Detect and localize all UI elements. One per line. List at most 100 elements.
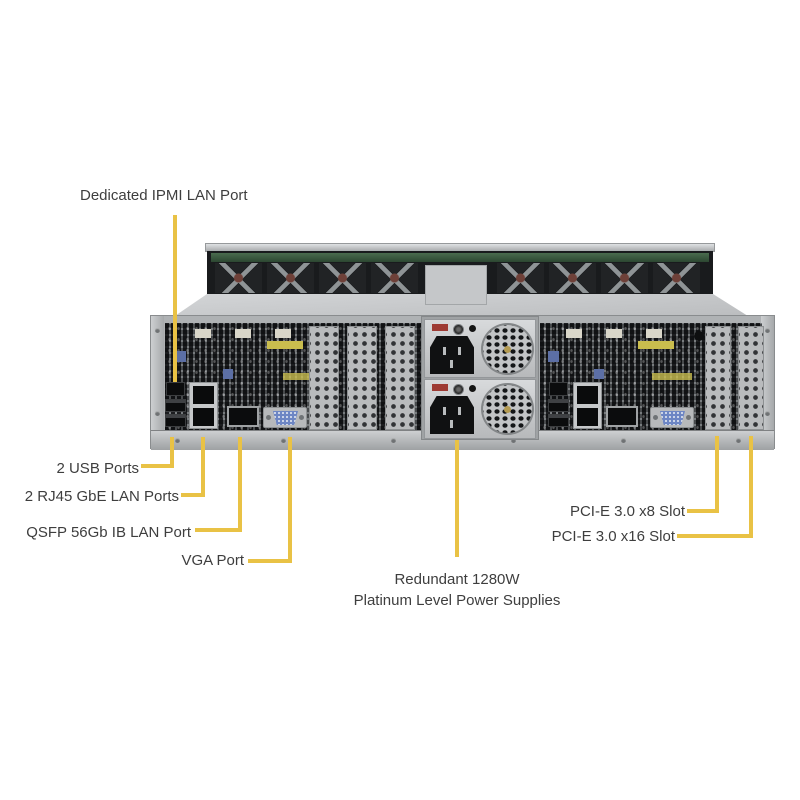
callout-label-vga: VGA Port xyxy=(181,552,244,569)
rj45-jack xyxy=(193,408,214,426)
cooling-fan-icon xyxy=(653,263,700,293)
connector-detail xyxy=(235,329,251,338)
pcie-x8-slot-bracket xyxy=(705,326,731,430)
vga-screw xyxy=(653,415,658,420)
callout-label-pcie-x8: PCI-E 3.0 x8 Slot xyxy=(569,503,685,520)
psu-fan-grille xyxy=(481,323,534,375)
callout-line-pcie-x8-h xyxy=(687,509,719,513)
cooling-fan-icon xyxy=(371,263,418,293)
connector-detail xyxy=(646,329,662,338)
callout-line-vga-h xyxy=(248,559,292,563)
callout-label-usb: 2 USB Ports xyxy=(56,460,139,477)
connector-detail xyxy=(606,329,622,338)
node1-expansion-slot-vent xyxy=(385,326,415,430)
blue-component xyxy=(223,369,233,379)
center-air-duct xyxy=(425,265,487,305)
vga-screw xyxy=(266,415,271,420)
node2-ipmi-lan-port xyxy=(549,382,568,396)
node1-usb-port xyxy=(165,399,186,412)
chassis-top-opening xyxy=(207,251,713,295)
callout-line-rj45-v xyxy=(201,437,205,497)
pcie-x16-slot-bracket xyxy=(738,326,764,430)
psu-label-line2: Platinum Level Power Supplies xyxy=(353,592,561,609)
psu-status-led xyxy=(469,385,476,392)
psu-fan-grille xyxy=(481,383,534,435)
callout-line-ipmi xyxy=(173,215,177,391)
callout-line-pcie-x16-h xyxy=(677,534,753,538)
callout-line-usb-v xyxy=(170,437,174,468)
node1-qsfp-port xyxy=(227,406,259,427)
yellow-component xyxy=(283,373,323,380)
callout-line-qsfp-v xyxy=(238,437,242,532)
vga-screw xyxy=(299,415,304,420)
cooling-fan-icon xyxy=(215,263,262,293)
node2-usb-port xyxy=(548,414,569,427)
rj45-jack xyxy=(577,386,598,404)
rail-screw xyxy=(621,438,626,443)
thumbscrew-hole xyxy=(694,331,704,341)
cooling-fan-icon xyxy=(267,263,314,293)
callout-label-qsfp: QSFP 56Gb IB LAN Port xyxy=(26,524,191,541)
connector-detail xyxy=(566,329,582,338)
callout-line-psu xyxy=(455,407,459,557)
psu-screw xyxy=(453,384,464,395)
psu-label-sticker xyxy=(432,324,448,331)
fan-tray-pcb xyxy=(211,253,709,262)
rail-screw xyxy=(736,438,741,443)
server-chassis xyxy=(150,243,775,450)
power-supply-1 xyxy=(424,319,536,378)
panel-screw xyxy=(155,328,160,333)
callout-line-qsfp-h xyxy=(195,528,242,532)
psu-ac-inlet xyxy=(430,396,474,434)
node2-usb-port xyxy=(548,399,569,412)
blue-component xyxy=(548,351,559,362)
callout-line-pcie-x8-v xyxy=(715,436,719,513)
rj45-jack xyxy=(193,386,214,404)
psu-screw xyxy=(453,324,464,335)
callout-line-usb-h xyxy=(141,464,174,468)
rail-screw xyxy=(281,438,286,443)
cooling-fan-icon xyxy=(319,263,366,293)
cooling-fan-icon xyxy=(601,263,648,293)
node1-usb-port xyxy=(165,414,186,427)
cooling-fan-icon xyxy=(497,263,544,293)
node2-rj45-lan-ports xyxy=(573,382,602,429)
rail-screw xyxy=(511,438,516,443)
node1-expansion-slot-vent xyxy=(309,326,339,430)
power-supply-2 xyxy=(424,379,536,439)
vga-connector xyxy=(660,411,685,425)
panel-screw xyxy=(765,411,770,416)
callout-label-pcie-x16: PCI-E 3.0 x16 Slot xyxy=(551,528,675,545)
rj45-jack xyxy=(577,408,598,426)
blue-component xyxy=(594,369,604,379)
blue-component xyxy=(175,351,186,362)
panel-screw xyxy=(155,411,160,416)
psu-label-sticker xyxy=(432,384,448,391)
node1-ipmi-lan-port xyxy=(166,382,185,396)
rail-screw xyxy=(391,438,396,443)
vga-screw xyxy=(686,415,691,420)
callout-label-rj45: 2 RJ45 GbE LAN Ports xyxy=(24,488,179,505)
psu-bay xyxy=(421,316,539,440)
psu-label-line1: Redundant 1280W xyxy=(394,571,520,588)
node2-vga-port xyxy=(650,407,694,428)
callout-line-rj45-h xyxy=(181,493,205,497)
psu-status-led xyxy=(469,325,476,332)
yellow-component xyxy=(267,341,303,349)
chassis-side-rail-right xyxy=(761,316,774,430)
panel-screw xyxy=(765,328,770,333)
connector-detail xyxy=(195,329,211,338)
psu-ac-inlet xyxy=(430,336,474,374)
cooling-fan-icon xyxy=(549,263,596,293)
yellow-component xyxy=(638,341,674,349)
chassis-rear-panel xyxy=(150,315,775,450)
callout-label-psu: Redundant 1280W Platinum Level Power Sup… xyxy=(327,569,587,611)
yellow-component xyxy=(652,373,692,380)
chassis-side-rail-left xyxy=(151,316,164,430)
node1-expansion-slot-vent xyxy=(347,326,377,430)
connector-detail xyxy=(275,329,291,338)
callout-line-pcie-x16-v xyxy=(749,436,753,538)
node2-qsfp-port xyxy=(606,406,638,427)
rail-screw xyxy=(175,438,180,443)
